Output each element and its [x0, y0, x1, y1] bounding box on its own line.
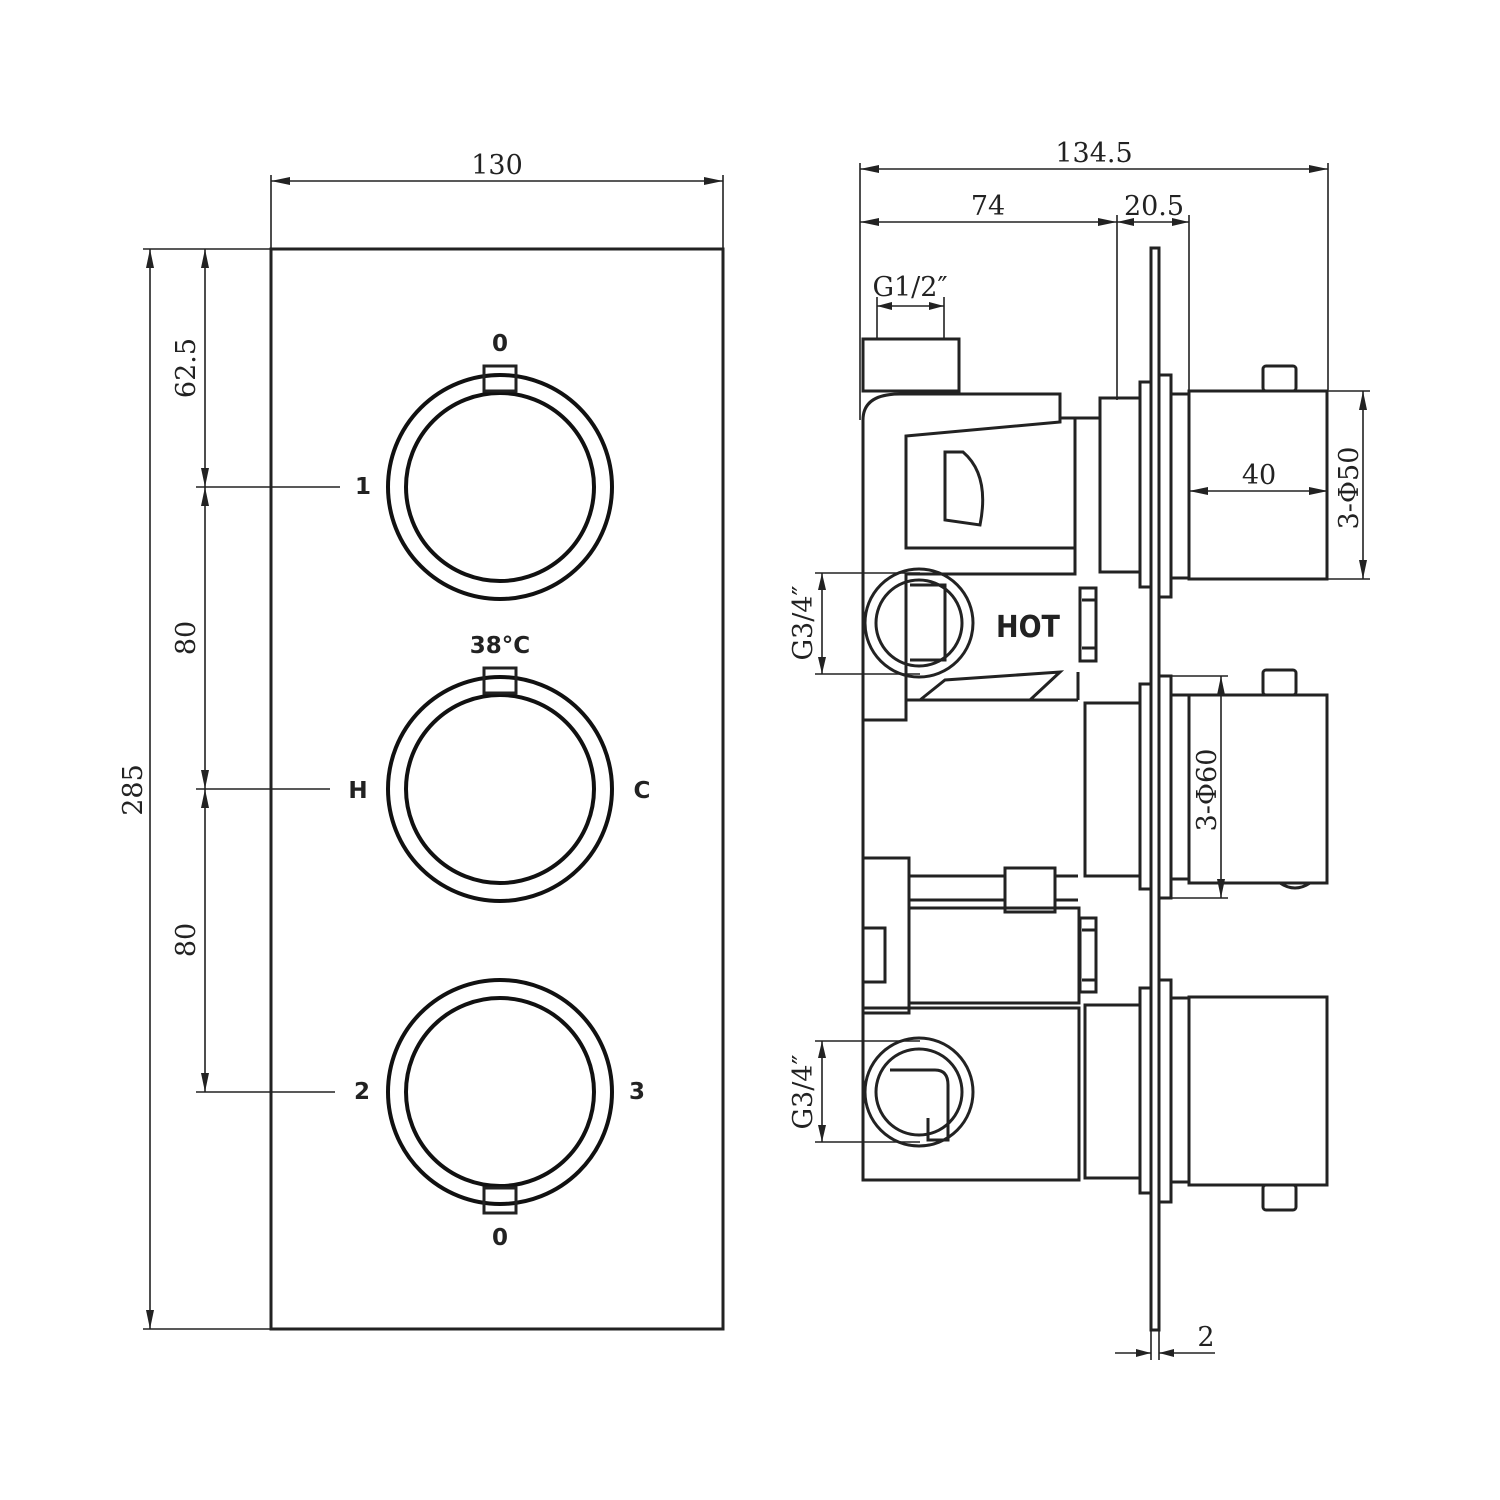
- knob-middle-outer-ring: [386, 675, 614, 903]
- hot-inlet-outer: [863, 567, 975, 679]
- dimension-width-label: 130: [471, 150, 523, 181]
- dimension-handle-length-label: 40: [1242, 460, 1276, 491]
- dimension-outlet-thread-label: G1/2″: [872, 272, 947, 303]
- hot-inlet-label: HOT: [996, 610, 1061, 645]
- knob-bottom-indicator: [482, 1186, 518, 1215]
- knob-bottom-outer-ring: [386, 978, 614, 1206]
- dimension-chain: 62.5 80 80: [171, 249, 340, 1093]
- dimension-spacing-lower-label: 80: [171, 923, 202, 957]
- handle-middle-lever: [1261, 668, 1298, 697]
- knob-top-top-mark: 0: [492, 331, 508, 357]
- handle-middle: [1187, 668, 1329, 890]
- dimension-inlet-thread-upper-label: G3/4″: [788, 585, 819, 660]
- dimension-inlet-thread-upper: G3/4″: [788, 572, 920, 675]
- knob-bottom-bottom-mark: 0: [492, 1225, 508, 1251]
- knob-bottom-left-mark: 2: [354, 1079, 370, 1105]
- dimension-outlet-thread: G1/2″: [872, 272, 948, 340]
- knob-bottom-inner-ring: [404, 996, 596, 1188]
- knob-top-indicator: [482, 364, 518, 393]
- outlet-spigot: [861, 337, 961, 393]
- dimension-height: 285: [118, 248, 270, 1330]
- knob-middle-left-mark: H: [348, 778, 367, 804]
- front-plate: [269, 247, 725, 1331]
- cartridge-top: [1098, 373, 1191, 599]
- dimension-top-offset-label: 62.5: [171, 338, 202, 398]
- handle-bottom-lever: [1261, 1183, 1298, 1212]
- handle-bottom: [1187, 995, 1329, 1212]
- front-view: 130 285 62.5 80 80: [118, 150, 725, 1331]
- handle-top: [1187, 364, 1329, 581]
- dimension-handle-diameter: 3-Φ50: [1328, 390, 1370, 580]
- side-view: 134.5 74 20.5 G1/2″: [788, 138, 1370, 1360]
- cold-inlet-outer: [863, 1036, 975, 1148]
- dimension-body-depth: 74 20.5: [860, 191, 1190, 400]
- dimension-height-label: 285: [118, 764, 149, 816]
- dimension-inlet-thread-lower-label: G3/4″: [788, 1054, 819, 1129]
- knob-middle: 38°C H C: [348, 633, 651, 903]
- dimension-handle-length: 40: [1189, 460, 1328, 495]
- dimension-total-depth: 134.5: [859, 138, 1329, 420]
- knob-top-side-mark: 1: [355, 474, 371, 500]
- knob-middle-indicator: [482, 666, 518, 695]
- dimension-total-depth-label: 134.5: [1055, 138, 1132, 169]
- valve-body: HOT: [861, 337, 1100, 1182]
- dimension-plate-to-handle-label: 20.5: [1124, 191, 1184, 222]
- dimension-plate-thickness-label: 2: [1197, 1322, 1214, 1353]
- dimension-handle-diameter-label: 3-Φ50: [1334, 447, 1365, 530]
- dimension-collar-diameter-label: 3-Φ60: [1192, 749, 1223, 832]
- dimension-spacing-upper-label: 80: [171, 621, 202, 655]
- knob-top-outer-ring: [386, 373, 614, 601]
- dimension-collar-diameter: 3-Φ60: [1171, 675, 1228, 899]
- dimension-inlet-thread-lower: G3/4″: [788, 1040, 920, 1143]
- handle-top-lever: [1261, 364, 1298, 393]
- knob-middle-top-mark: 38°C: [470, 633, 530, 659]
- knob-middle-inner-ring: [404, 693, 596, 885]
- cold-inlet-inner: [874, 1047, 964, 1137]
- knob-bottom: 0 2 3: [354, 978, 645, 1251]
- knob-bottom-right-mark: 3: [629, 1079, 645, 1105]
- cartridge-bottom: [1083, 978, 1191, 1204]
- cartridge-middle: [1083, 674, 1191, 900]
- dimension-body-depth-label: 74: [971, 191, 1005, 222]
- dimension-width: 130: [270, 150, 724, 248]
- knob-top: 0 1: [355, 331, 614, 601]
- knob-top-inner-ring: [404, 391, 596, 583]
- knob-middle-right-mark: C: [634, 778, 651, 804]
- hot-inlet-inner: [874, 578, 964, 668]
